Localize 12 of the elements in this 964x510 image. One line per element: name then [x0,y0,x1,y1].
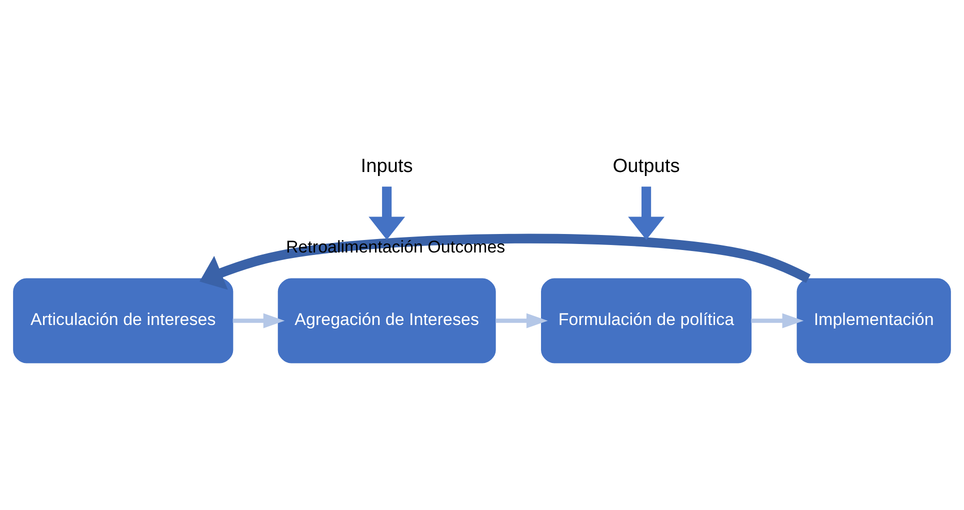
arrow [232,312,285,328]
node-text: Outputs [612,156,680,177]
node-text: Inputs [360,156,413,177]
arrow [496,312,548,328]
node-box: Implementación [796,278,951,363]
arrow [751,312,804,328]
arrow [200,233,810,290]
arrow [628,186,665,240]
node-box: Formulación de política [541,278,752,363]
arrow [368,186,406,240]
node-box: Agregación de Intereses [278,278,496,363]
node-box: Articulación de intereses [13,278,234,363]
